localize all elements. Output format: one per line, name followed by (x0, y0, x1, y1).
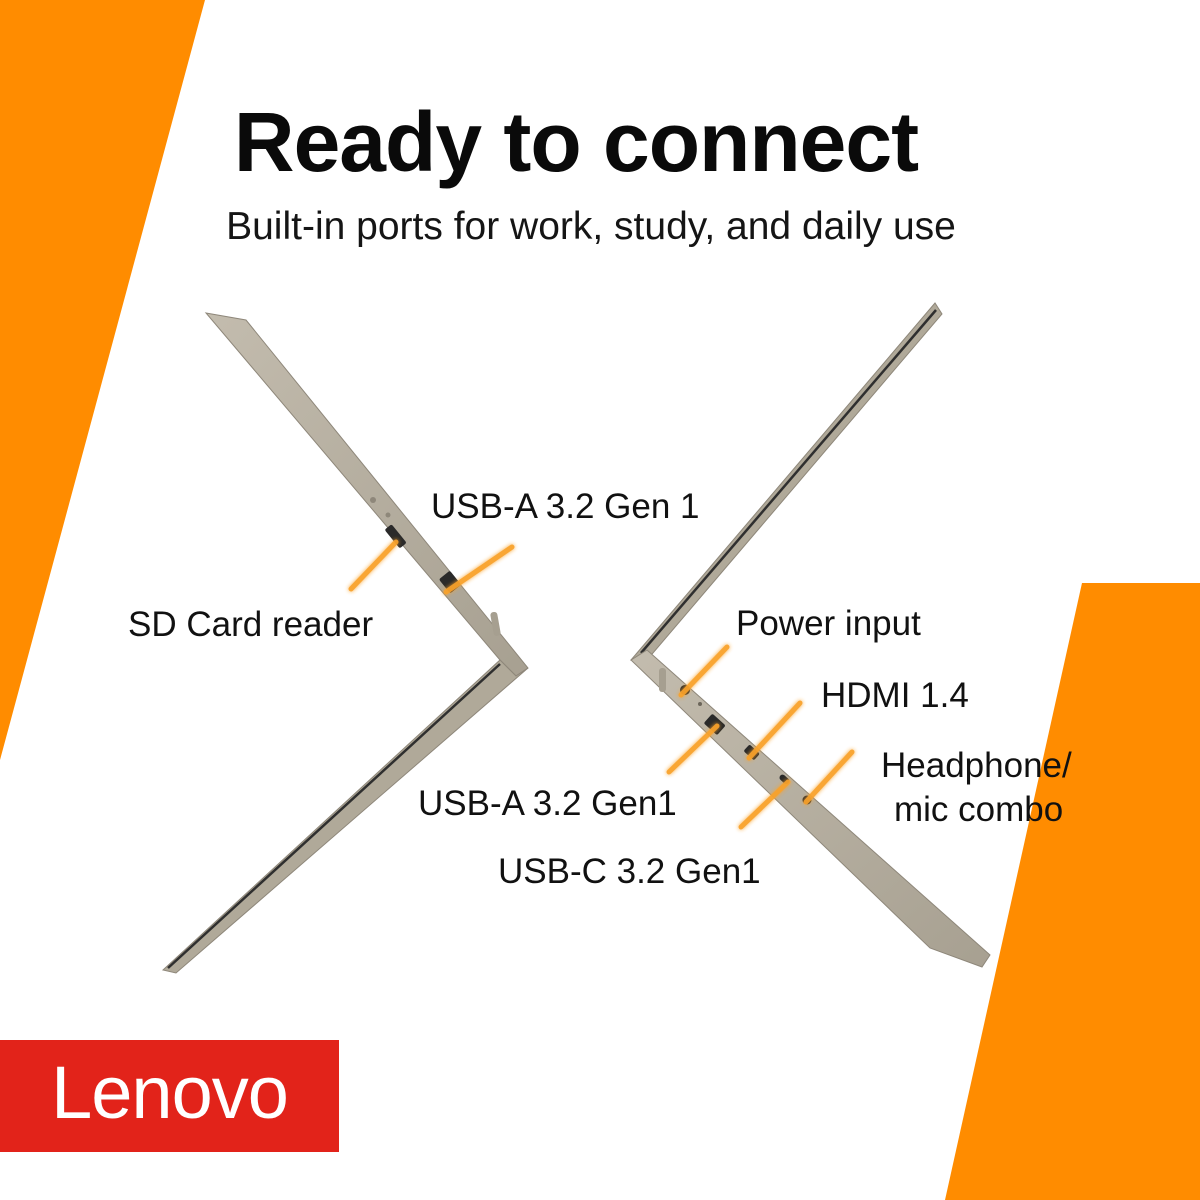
label-sd-card: SD Card reader (128, 605, 374, 644)
lenovo-logo: Lenovo (0, 1040, 339, 1152)
left-indicator-2 (385, 512, 391, 518)
left-laptop-screen-edge (167, 663, 501, 969)
label-power: Power input (736, 604, 921, 643)
right-laptop-screen-edge (640, 309, 937, 654)
label-hdmi: HDMI 1.4 (821, 676, 969, 715)
leader-usb-c (738, 779, 791, 830)
label-usb-c: USB-C 3.2 Gen1 (498, 852, 761, 891)
lenovo-logo-text: Lenovo (51, 1051, 289, 1134)
left-laptop (161, 312, 529, 974)
orange-shape-right (945, 583, 1200, 1200)
left-indicator-1 (370, 497, 376, 503)
orange-shape-left (0, 0, 205, 760)
left-laptop-lid (161, 659, 529, 974)
leader-headphone (803, 749, 855, 805)
label-usb-a-left: USB-A 3.2 Gen 1 (431, 487, 700, 526)
leader-hdmi (746, 700, 803, 761)
label-usb-a-right: USB-A 3.2 Gen1 (418, 784, 677, 823)
leader-usb-a-right (666, 723, 720, 775)
usb-a-port-right (704, 714, 725, 735)
sd-card-slot (385, 524, 406, 548)
power-led (698, 702, 702, 706)
label-headphone-line2: mic combo (894, 790, 1064, 829)
right-laptop-foot (659, 668, 666, 692)
leader-usb-a-left (443, 544, 515, 595)
port-leader-lines (348, 539, 855, 830)
subheadline: Built-in ports for work, study, and dail… (226, 205, 956, 248)
headline: Ready to connect (233, 95, 919, 189)
label-headphone-line1: Headphone/ (881, 746, 1072, 785)
left-laptop-foot (490, 611, 501, 636)
leader-sd-card (348, 539, 399, 592)
right-laptop (629, 302, 991, 968)
leader-power (678, 644, 730, 698)
